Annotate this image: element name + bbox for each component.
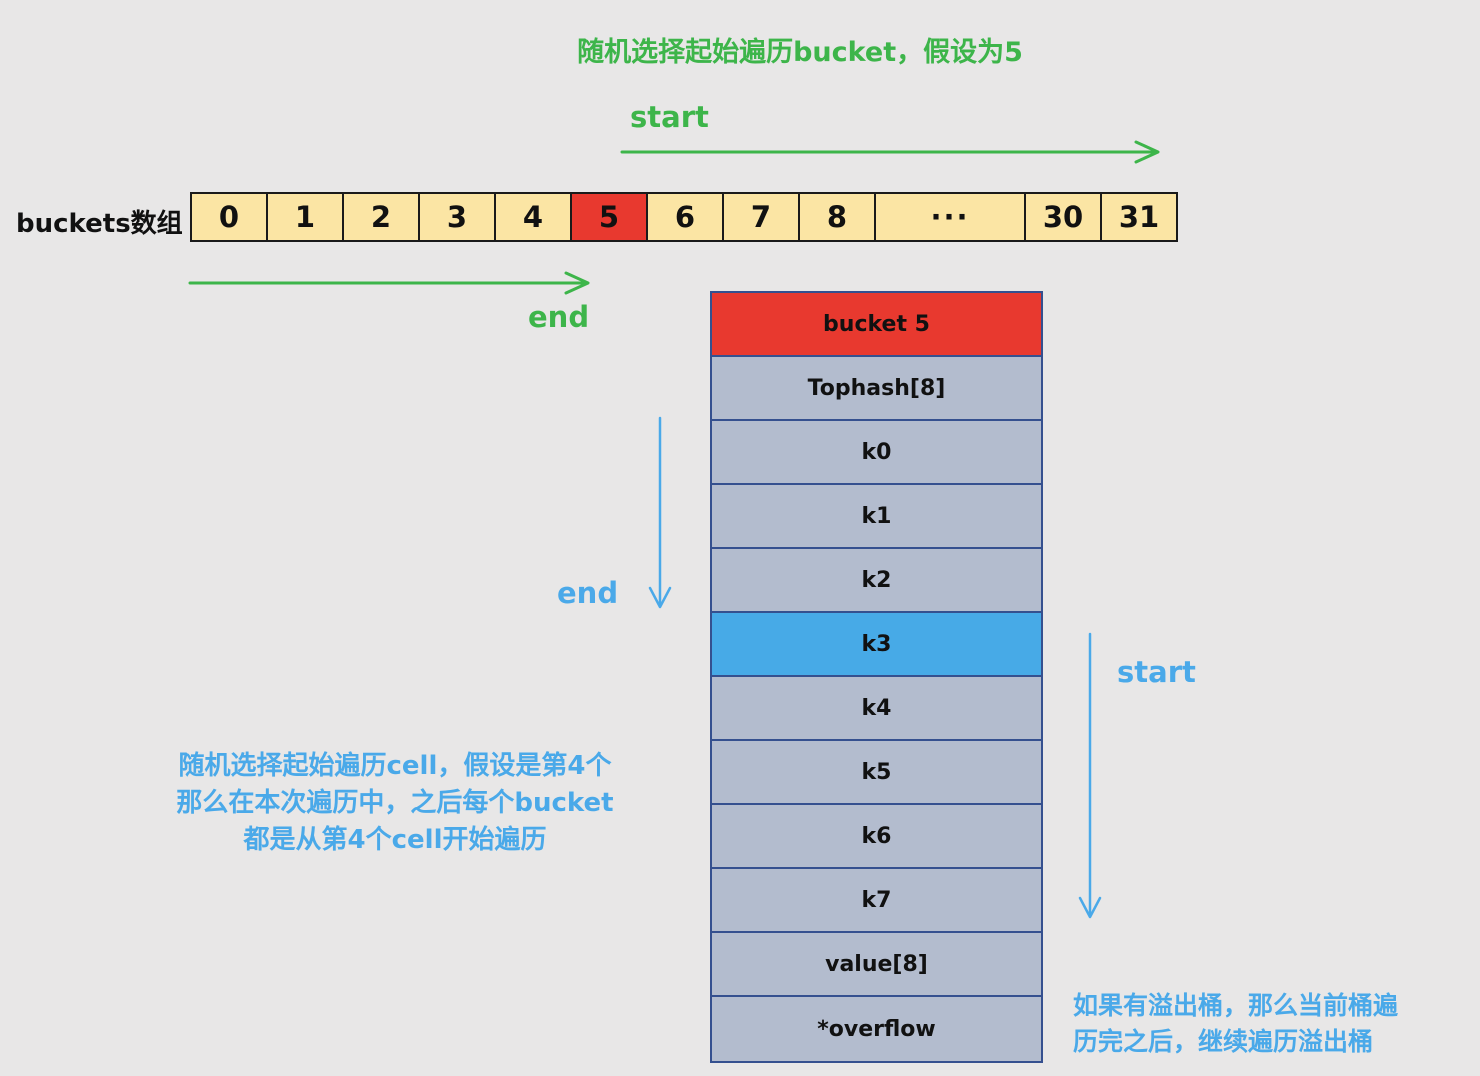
array-cell-ellipsis: ··· xyxy=(874,192,1026,242)
bucket-row-k2: k2 xyxy=(712,549,1041,613)
array-cell-5-highlighted: 5 xyxy=(570,192,648,242)
bucket-struct-header: bucket 5 xyxy=(712,293,1041,357)
buckets-array-label: buckets数组 xyxy=(16,209,183,239)
overflow-note: 如果有溢出桶，那么当前桶遍 历完之后，继续遍历溢出桶 xyxy=(1073,991,1399,1056)
end-arrow-cell-icon xyxy=(648,416,672,609)
array-cell-3: 3 xyxy=(418,192,496,242)
array-cell-31: 31 xyxy=(1100,192,1178,242)
array-cell-7: 7 xyxy=(722,192,800,242)
bucket-row-k4: k4 xyxy=(712,677,1041,741)
end-label-top: end xyxy=(528,300,590,334)
start-arrow-cell-icon xyxy=(1078,632,1102,919)
array-cell-0: 0 xyxy=(190,192,268,242)
end-label-cell: end xyxy=(557,576,619,610)
start-label-cell: start xyxy=(1117,655,1196,689)
bucket-row-k1: k1 xyxy=(712,485,1041,549)
end-arrow-top-icon xyxy=(188,271,590,295)
bucket-row-value: value[8] xyxy=(712,933,1041,997)
top-title: 随机选择起始遍历bucket，假设为5 xyxy=(577,37,1023,68)
bucket-row-k7: k7 xyxy=(712,869,1041,933)
bucket-row-k0: k0 xyxy=(712,421,1041,485)
array-cell-2: 2 xyxy=(342,192,420,242)
random-cell-note: 随机选择起始遍历cell，假设是第4个 那么在本次遍历中，之后每个bucket … xyxy=(176,751,614,855)
array-cell-1: 1 xyxy=(266,192,344,242)
array-cell-6: 6 xyxy=(646,192,724,242)
start-label-top: start xyxy=(630,100,709,134)
bucket-row-overflow: *overflow xyxy=(712,997,1041,1061)
bucket-row-tophash: Tophash[8] xyxy=(712,357,1041,421)
buckets-array: 0 1 2 3 4 5 6 7 8 ··· 30 31 xyxy=(190,192,1178,242)
array-cell-4: 4 xyxy=(494,192,572,242)
start-arrow-top-icon xyxy=(620,140,1160,164)
bucket-struct: bucket 5 Tophash[8] k0 k1 k2 k3 k4 k5 k6… xyxy=(710,291,1043,1063)
bucket-row-k5: k5 xyxy=(712,741,1041,805)
bucket-row-k3-highlighted: k3 xyxy=(712,613,1041,677)
array-cell-30: 30 xyxy=(1024,192,1102,242)
bucket-row-k6: k6 xyxy=(712,805,1041,869)
array-cell-8: 8 xyxy=(798,192,876,242)
